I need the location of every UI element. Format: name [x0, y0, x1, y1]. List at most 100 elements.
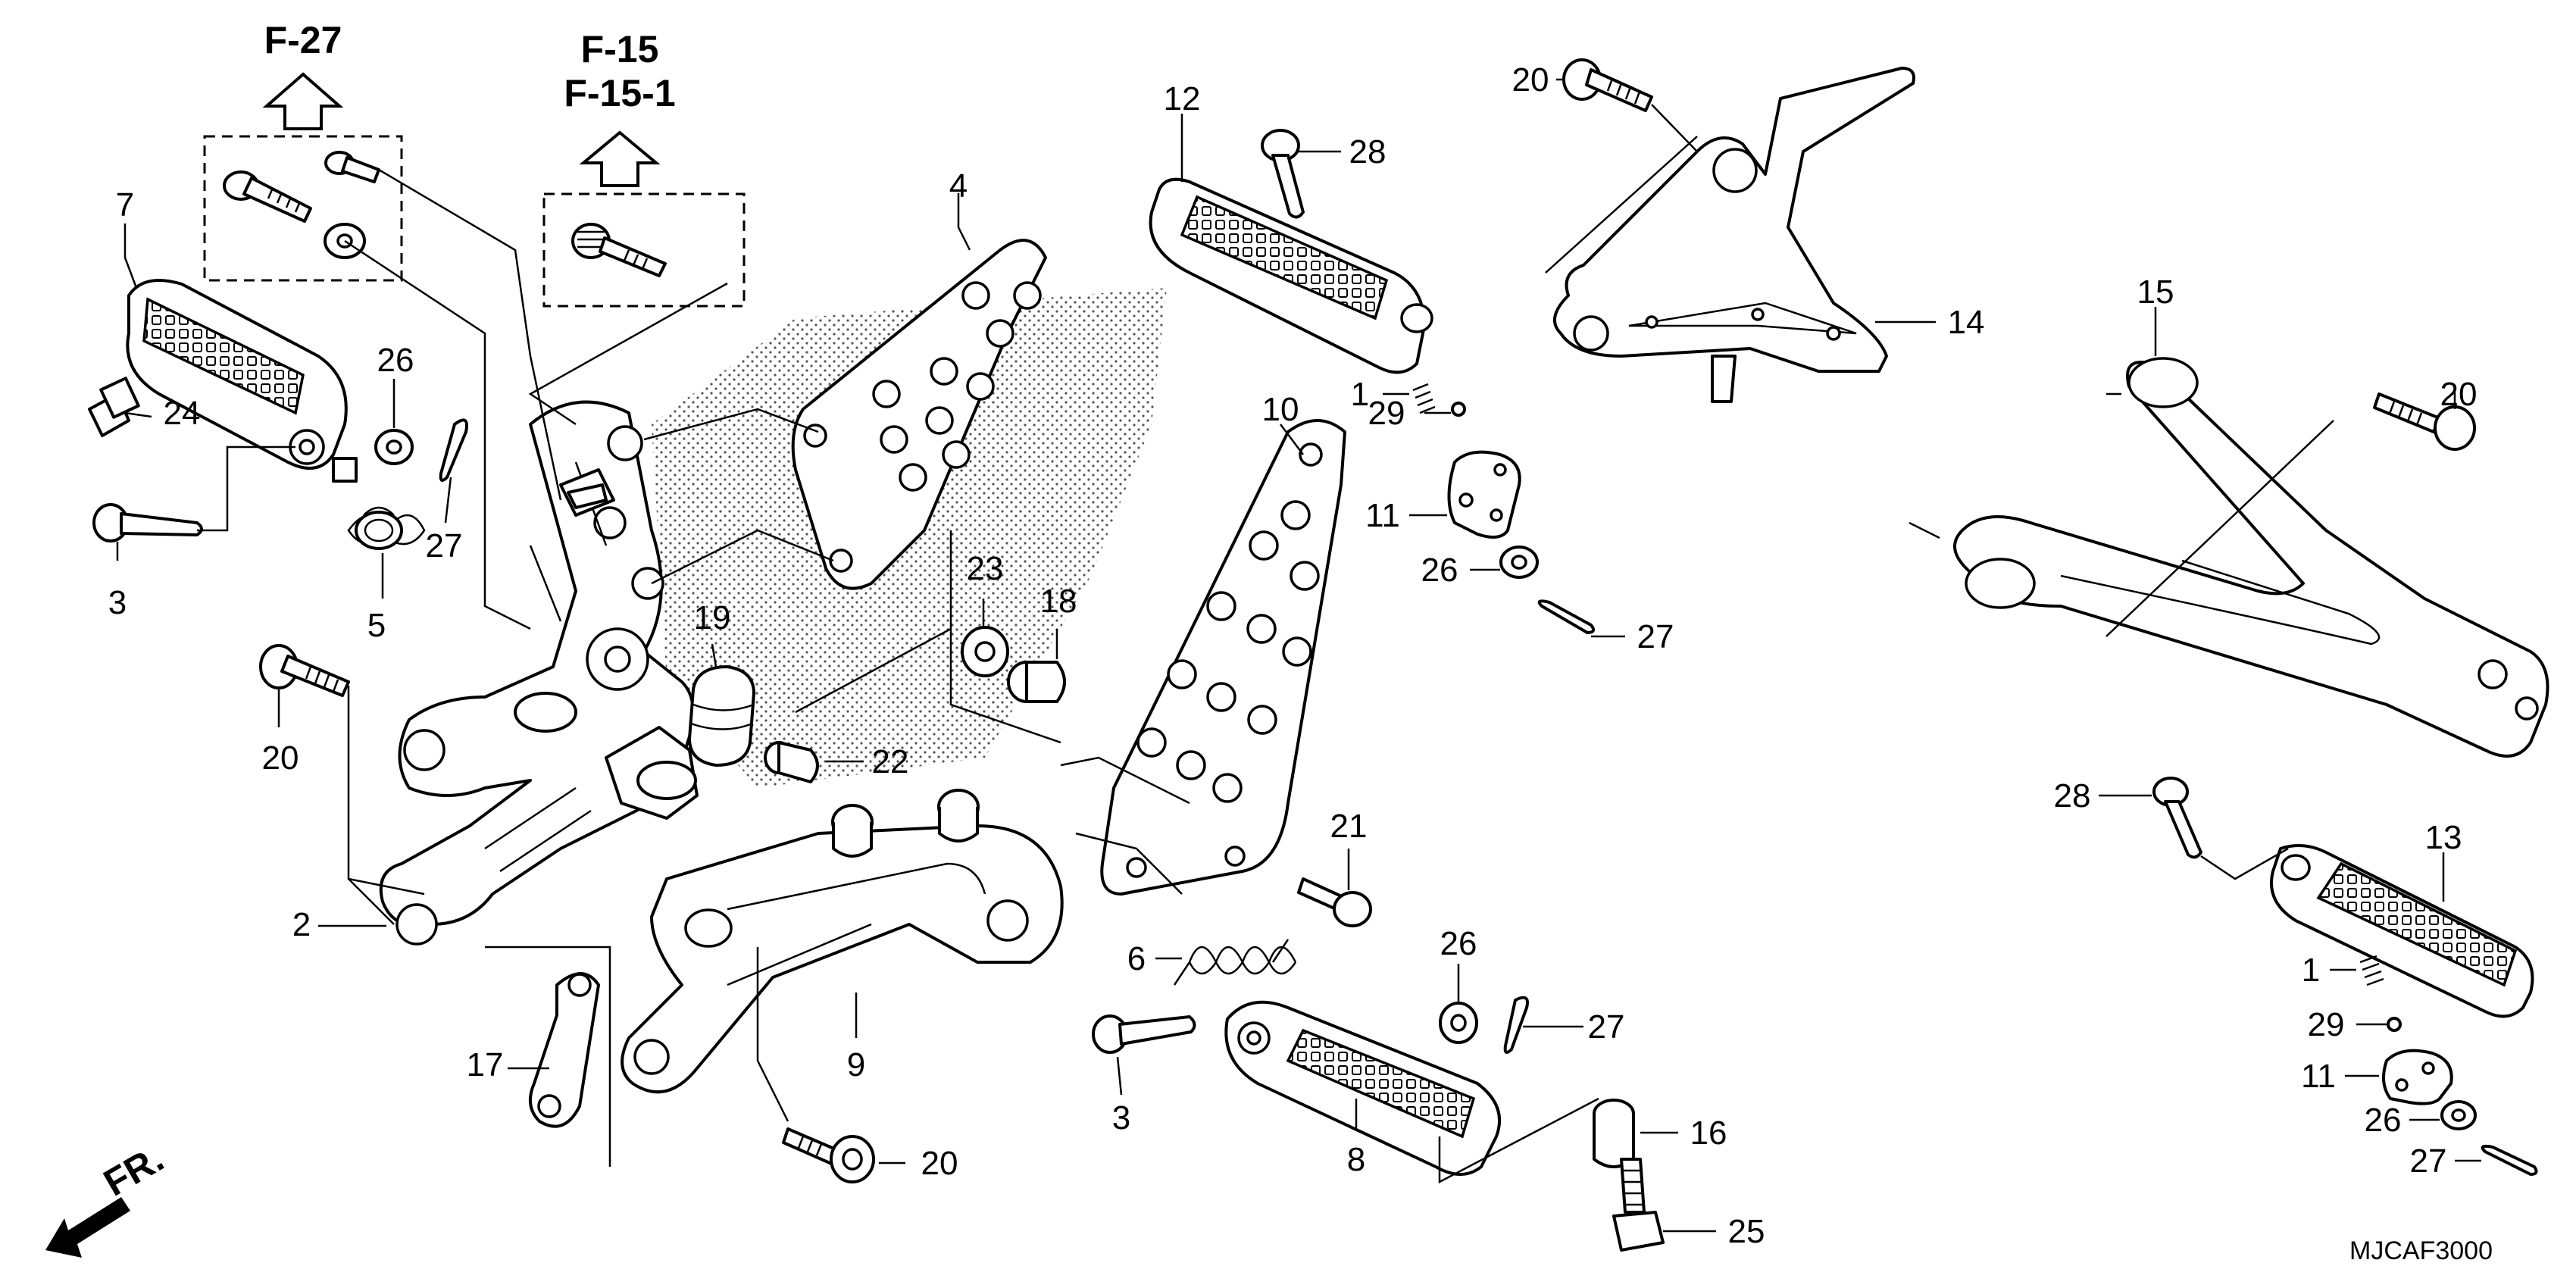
- collar-23[interactable]: [961, 626, 1009, 677]
- footpeg-13[interactable]: [2270, 844, 2534, 1018]
- callout-26: 26: [377, 342, 414, 379]
- diagram-code: MJCAF3000: [2349, 1236, 2493, 1265]
- bolt-icon: [571, 223, 667, 277]
- callout-15: 15: [2137, 274, 2174, 311]
- callout-20: 20: [262, 739, 299, 777]
- callout-27: 27: [426, 527, 463, 564]
- upper-bracket-14[interactable]: [1553, 67, 1915, 403]
- rubber-19[interactable]: [688, 665, 755, 767]
- footpeg-8[interactable]: [1224, 1000, 1502, 1176]
- pin-3-middle[interactable]: [1092, 1014, 1196, 1054]
- front-indicator: FR.: [45, 1137, 170, 1258]
- callout-3: 3: [108, 584, 127, 621]
- reference-box-f15[interactable]: F-15 F-15-1: [542, 28, 746, 308]
- callout-24: 24: [164, 395, 201, 432]
- callout-28-top: 28: [1349, 133, 1386, 170]
- callout-23: 23: [967, 550, 1004, 587]
- cotter-pin-27-left[interactable]: [439, 418, 468, 482]
- bolt-25[interactable]: [1612, 1158, 1665, 1252]
- front-arrow-icon: [45, 1197, 130, 1258]
- callout-28-right: 28: [2054, 777, 2091, 814]
- main-bracket-2[interactable]: [379, 400, 699, 946]
- bolt-20-right[interactable]: [2373, 392, 2476, 451]
- up-arrow-icon: [262, 72, 344, 130]
- washer-26-right[interactable]: [2440, 1100, 2477, 1130]
- callout-11-right: 11: [2301, 1058, 2336, 1095]
- callout-12: 12: [1164, 80, 1201, 117]
- bolt-24[interactable]: [88, 377, 140, 437]
- washer-26-lower[interactable]: [1439, 1002, 1478, 1044]
- callout-27-top: 27: [1637, 618, 1674, 655]
- footpeg-12[interactable]: [1149, 177, 1433, 374]
- ball-29-top[interactable]: [1451, 402, 1466, 417]
- plate-17[interactable]: [528, 972, 600, 1128]
- bolt-20-lower[interactable]: [782, 1127, 875, 1183]
- bolt-20-left[interactable]: [259, 644, 350, 697]
- callout-17: 17: [467, 1046, 504, 1083]
- reference-box-f27[interactable]: F-27: [203, 19, 403, 282]
- collar-18[interactable]: [1007, 661, 1066, 703]
- bracket-15[interactable]: [1953, 357, 2549, 758]
- leader-lines: [116, 78, 2481, 1233]
- plate-11-right[interactable]: [2382, 1049, 2453, 1105]
- plate-11-top[interactable]: [1447, 450, 1521, 539]
- ball-29-right[interactable]: [2387, 1017, 2402, 1032]
- bolt-21[interactable]: [1297, 877, 1372, 927]
- callout-26-lower: 26: [1440, 925, 1477, 962]
- callout-18: 18: [1040, 583, 1077, 620]
- bolt-20-top[interactable]: [1562, 58, 1653, 112]
- callout-27-lower: 27: [1588, 1008, 1625, 1046]
- callout-7: 7: [116, 186, 134, 224]
- footpeg-7[interactable]: [126, 279, 358, 483]
- spring-1-right[interactable]: [2359, 955, 2384, 986]
- pin-3-left[interactable]: [92, 503, 203, 542]
- callout-6: 6: [1127, 940, 1146, 977]
- lower-bracket-9[interactable]: [621, 789, 1064, 1094]
- callout-19: 19: [694, 599, 731, 636]
- heel-guard-10[interactable]: [1100, 419, 1346, 896]
- callout-9: 9: [847, 1046, 865, 1083]
- callout-2: 2: [292, 906, 311, 943]
- callout-14: 14: [1948, 304, 1985, 341]
- washer-26-top[interactable]: [1499, 546, 1539, 579]
- callout-26-top: 26: [1421, 552, 1458, 589]
- callout-13: 13: [2425, 819, 2462, 856]
- callout-4: 4: [949, 167, 968, 205]
- callout-1-right: 1: [2302, 952, 2320, 989]
- callout-21: 21: [1330, 808, 1368, 845]
- collar-22[interactable]: [764, 741, 819, 783]
- spring-5[interactable]: [347, 506, 426, 550]
- callout-26-right: 26: [2365, 1102, 2402, 1139]
- callout-5: 5: [367, 607, 386, 644]
- up-arrow-icon: [579, 130, 661, 187]
- front-label: FR.: [97, 1137, 171, 1205]
- callout-16: 16: [1690, 1114, 1727, 1152]
- callout-8: 8: [1347, 1141, 1365, 1178]
- callout-25: 25: [1728, 1213, 1765, 1250]
- collar-icon: [324, 151, 380, 183]
- cotter-pin-27-right[interactable]: [2481, 1144, 2538, 1176]
- dashed-bracket-box: [542, 192, 746, 308]
- reference-label-f15: F-15: [581, 28, 659, 70]
- pivot-bolt[interactable]: [559, 468, 615, 517]
- callout-labels: 7 24 3 26 27 5 20 2 17 4 19 23 18 22 9 2…: [108, 61, 2478, 1250]
- heel-guard-4[interactable]: [791, 239, 1047, 590]
- callout-20-top: 20: [1512, 61, 1549, 98]
- washer-26-left[interactable]: [374, 429, 414, 465]
- callout-20-lower: 20: [921, 1145, 958, 1182]
- cotter-pin-27-lower[interactable]: [1503, 996, 1529, 1054]
- pin-28-right[interactable]: [2152, 777, 2202, 859]
- callout-1-top: 1: [1351, 376, 1369, 413]
- bolt-icon: [223, 170, 312, 223]
- spring-1-top[interactable]: [1412, 383, 1436, 414]
- spring-6[interactable]: [1173, 939, 1297, 986]
- cotter-pin-27-top[interactable]: [1537, 599, 1596, 634]
- collar-16[interactable]: [1593, 1099, 1635, 1168]
- pin-28-top[interactable]: [1261, 129, 1305, 219]
- callout-29-top: 29: [1368, 395, 1405, 432]
- callout-29-right: 29: [2308, 1006, 2345, 1043]
- reference-label-f27: F-27: [264, 19, 342, 61]
- callout-10: 10: [1262, 391, 1299, 428]
- callout-3-middle: 3: [1112, 1099, 1130, 1136]
